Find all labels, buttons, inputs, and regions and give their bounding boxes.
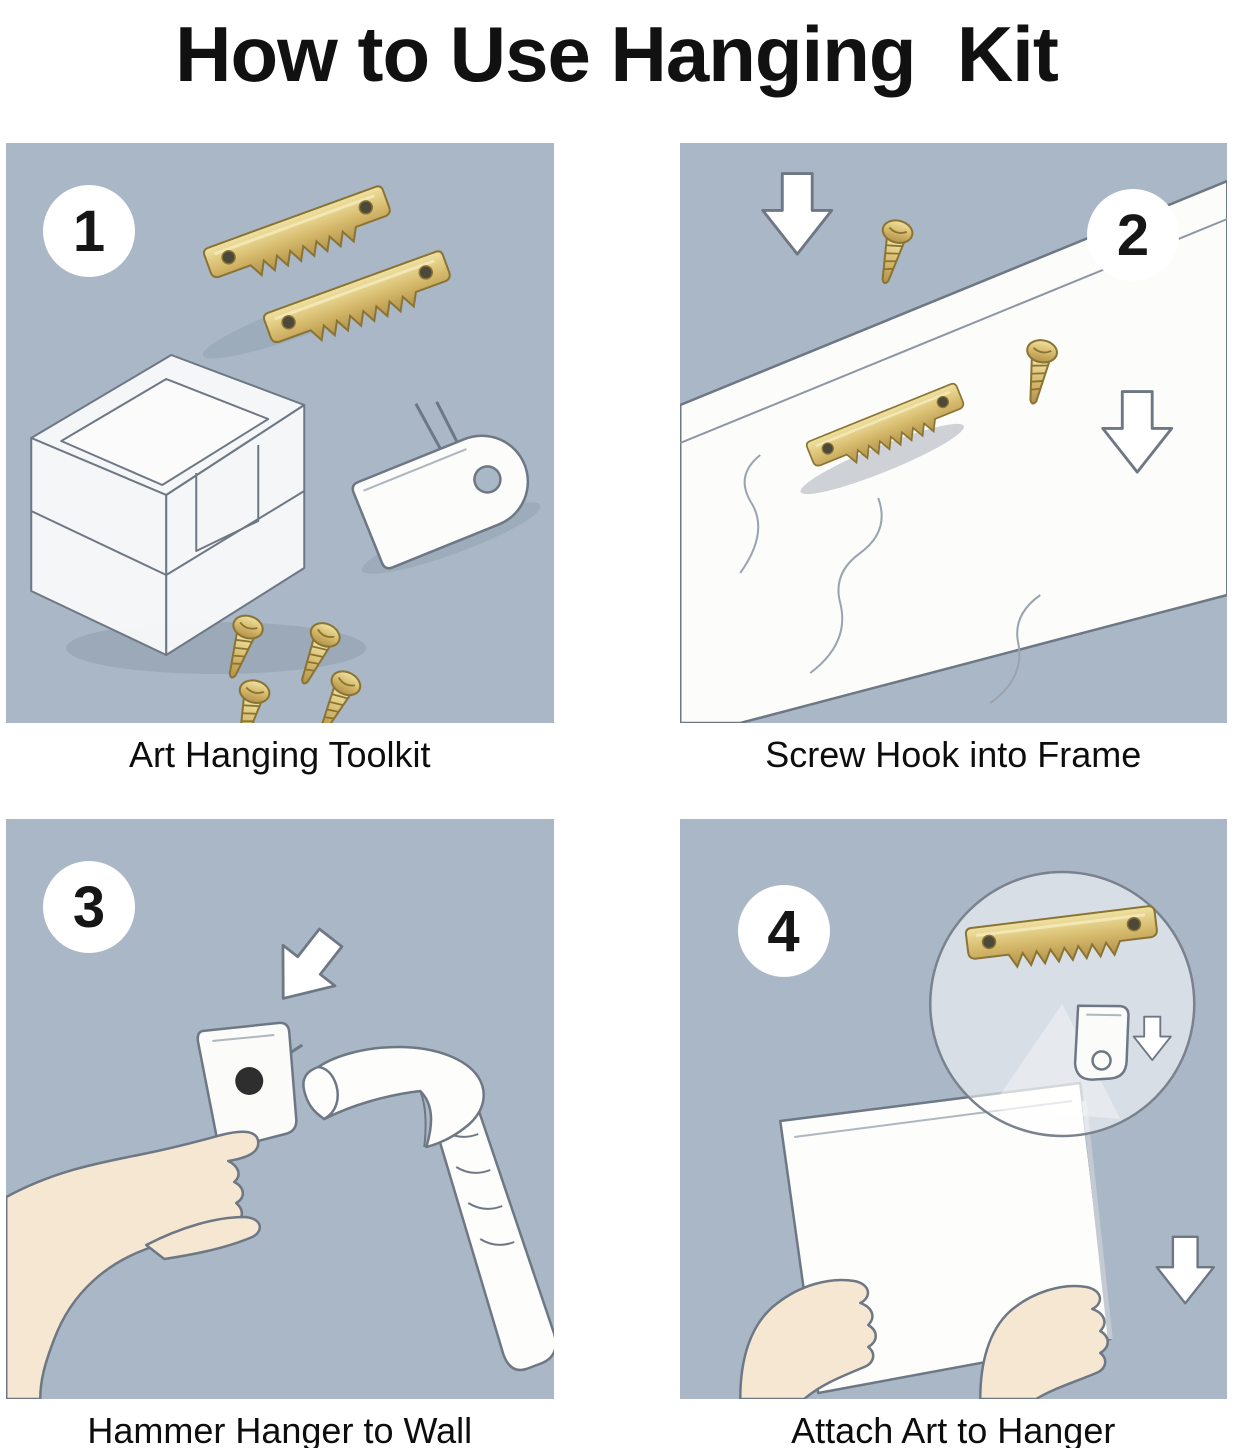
down-arrow-icon	[281, 927, 344, 1000]
hook-icon	[1073, 1004, 1130, 1081]
steps-grid: 1	[0, 143, 1233, 1448]
attach-art-illustration	[738, 870, 1215, 1399]
step-1-number-badge: 1	[43, 185, 135, 277]
step-1-panel: 1	[6, 143, 554, 723]
screw-icon	[1025, 339, 1058, 405]
step-4: 4	[679, 819, 1227, 1448]
step-4-caption: Attach Art to Hanger	[791, 1410, 1116, 1448]
hammer-icon	[302, 1045, 554, 1372]
step-1-number: 1	[72, 198, 106, 264]
step-3: 3	[6, 819, 554, 1448]
wall-hook-icon	[351, 401, 530, 570]
step-1-caption: Art Hanging Toolkit	[129, 734, 431, 775]
sawtooth-hanger-icon	[805, 382, 964, 467]
step-3-panel: 3	[6, 819, 554, 1399]
sawtooth-hanger-icon	[262, 250, 451, 344]
sawtooth-hanger-icon	[964, 905, 1158, 969]
down-arrow-icon	[760, 172, 833, 256]
step-2-number-badge: 2	[1087, 189, 1179, 281]
screw-icon	[301, 622, 341, 685]
page-title: How to Use Hanging Kit	[175, 10, 1059, 98]
step-4-number: 4	[767, 898, 800, 964]
magnifier-circle	[928, 870, 1195, 1138]
storage-box-icon	[30, 354, 306, 656]
sawtooth-hanger-icon	[202, 185, 391, 279]
step-3-number: 3	[72, 874, 106, 940]
down-arrow-icon	[1100, 390, 1173, 474]
screw-icon	[238, 679, 271, 723]
hanger-shadow	[800, 423, 964, 495]
hand-icon	[738, 1278, 1109, 1399]
step-3-number-badge: 3	[43, 861, 135, 953]
screw-icon	[320, 670, 362, 723]
step-4-panel: 4	[679, 819, 1227, 1399]
down-arrow-icon	[1132, 1015, 1172, 1062]
wall-hanger-icon	[196, 1021, 304, 1149]
step-4-number-badge: 4	[737, 885, 830, 977]
step-1: 1	[6, 143, 554, 819]
step-2-caption: Screw Hook into Frame	[765, 734, 1142, 775]
screw-icon	[881, 219, 913, 285]
step-2-number: 2	[1116, 202, 1150, 268]
step-2: 2	[679, 143, 1227, 819]
hand-icon	[6, 1130, 261, 1399]
screw-into-frame-illustration	[679, 172, 1227, 723]
step-2-panel: 2	[679, 143, 1227, 723]
screw-icon	[228, 614, 264, 679]
toolkit-illustration	[30, 185, 541, 723]
step-3-caption: Hammer Hanger to Wall	[87, 1410, 473, 1448]
hammer-hanger-illustration	[6, 927, 554, 1399]
down-arrow-icon	[1155, 1235, 1215, 1305]
